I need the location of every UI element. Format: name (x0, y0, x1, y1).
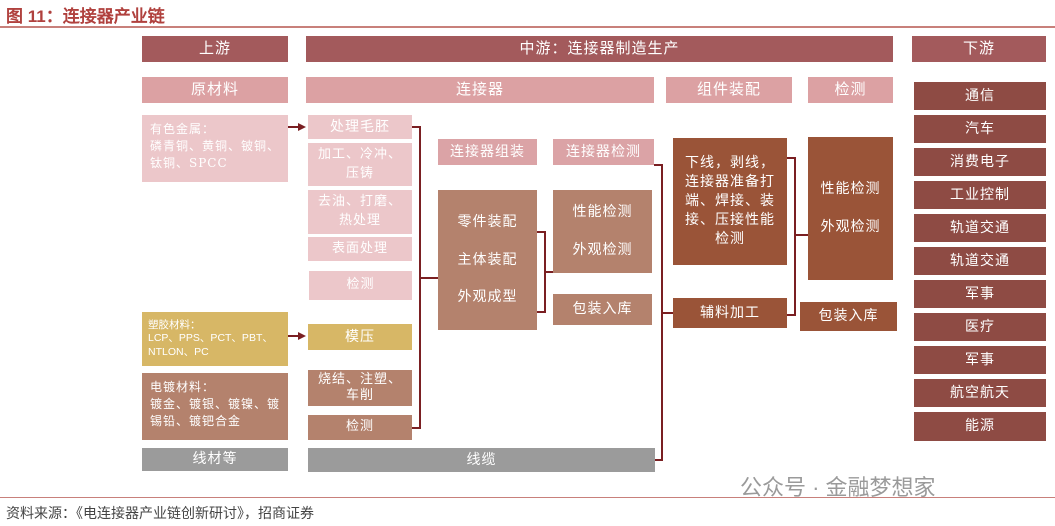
title-divider (0, 26, 1055, 28)
figure-title: 图 11：连接器产业链 (6, 7, 165, 26)
downstream-item: 轨道交通 (914, 247, 1046, 275)
connector-packing: 包装入库 (553, 294, 652, 325)
process-surface: 表面处理 (308, 237, 412, 261)
downstream-item: 能源 (914, 412, 1046, 441)
raw-plastic: 塑胶材料： LCP、PPS、PCT、PBT、 NTLON、PC (142, 312, 288, 366)
final-tests: 性能检测 外观检测 (808, 137, 893, 280)
assembly-aux-processing: 辅料加工 (673, 298, 787, 328)
downstream-item: 航空航天 (914, 379, 1046, 407)
assembly-steps: 下线，剥线， 连接器准备打 端、焊接、装 接、压接性能 检测 (673, 138, 787, 265)
downstream-item: 汽车 (914, 115, 1046, 143)
raw-wire: 线材等 (142, 448, 288, 471)
raw-plating: 电镀材料： 镀金、镀银、镀镍、镀 锡铅、镀钯合金 (142, 373, 288, 440)
source-note: 资料来源：《电连接器产业链创新研讨》，招商证券 (6, 506, 314, 522)
raw-metal: 有色金属： 磷青铜、黄铜、铍铜、 钛铜、SPCC (142, 115, 288, 182)
subheader-assembly: 组件装配 (666, 77, 792, 103)
process-degrease: 去油、打磨、 热处理 (308, 190, 412, 234)
process-machining: 加工、冷冲、 压铸 (308, 143, 412, 186)
footer-divider (0, 497, 1055, 498)
downstream-item: 军事 (914, 346, 1046, 374)
subheader-connector: 连接器 (306, 77, 654, 103)
downstream-item: 医疗 (914, 313, 1046, 341)
connector-test-label: 连接器检测 (553, 139, 654, 165)
downstream-item: 消费电子 (914, 148, 1046, 176)
subheader-inspection: 检测 (808, 77, 893, 103)
process-blank: 处理毛胚 (308, 115, 412, 139)
downstream-item: 通信 (914, 82, 1046, 110)
header-midstream: 中游：连接器制造生产 (306, 36, 893, 62)
downstream-item: 轨道交通 (914, 214, 1046, 242)
final-packing: 包装入库 (800, 302, 897, 331)
downstream-item: 工业控制 (914, 181, 1046, 209)
process-sintering: 烧结、注塑、 车削 (308, 370, 412, 406)
header-downstream: 下游 (912, 36, 1046, 62)
subheader-raw-materials: 原材料 (142, 77, 288, 103)
connector-assembly-steps: 零件装配 主体装配 外观成型 (438, 190, 537, 330)
header-upstream: 上游 (142, 36, 288, 62)
connector-tests: 性能检测 外观检测 (553, 190, 652, 273)
process-cable: 线缆 (308, 448, 655, 472)
connector-assembly-label: 连接器组装 (438, 139, 537, 165)
watermark: 公众号 · 金融梦想家 (740, 475, 936, 500)
downstream-item: 军事 (914, 280, 1046, 308)
process-inspect-2: 检测 (308, 415, 412, 440)
process-molding: 模压 (308, 324, 412, 350)
process-inspect-1: 检测 (309, 271, 412, 300)
